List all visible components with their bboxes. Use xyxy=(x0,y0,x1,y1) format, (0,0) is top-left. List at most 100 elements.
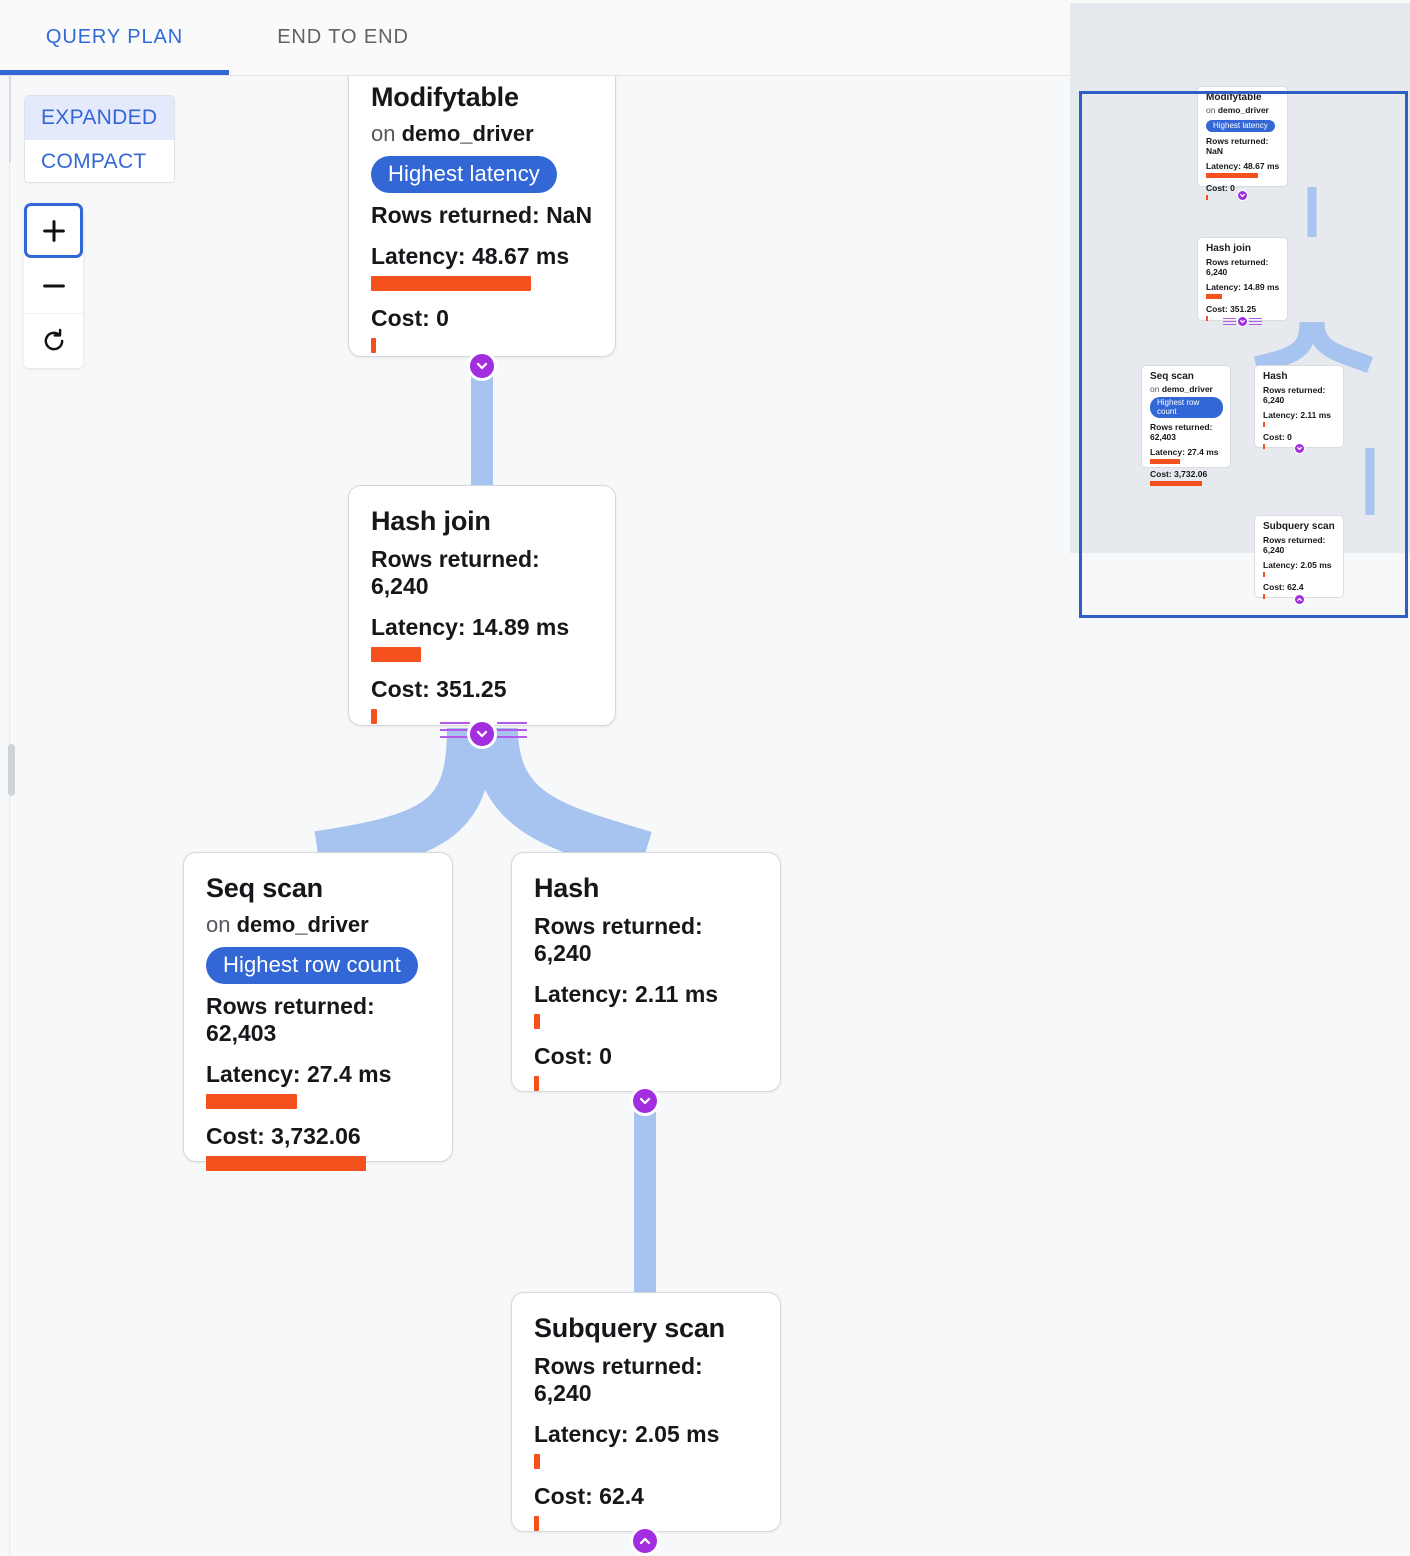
node-cost-bar xyxy=(1206,316,1209,321)
node-title: Subquery scan xyxy=(534,1313,725,1343)
node-relation: on demo_driver xyxy=(1150,384,1213,394)
node-cost-bar xyxy=(371,709,378,724)
zoom-controls[interactable] xyxy=(24,203,83,368)
plan-node-subquery-scan[interactable]: Subquery scan Rows returned: 6,240 Laten… xyxy=(511,1292,781,1532)
chevron-down-icon[interactable] xyxy=(630,1086,660,1116)
node-cost-bar xyxy=(371,338,376,353)
node-latency-metric: Latency: 2.11 ms xyxy=(534,981,758,1029)
node-cost-metric: Cost: 3,732.06 xyxy=(206,1123,430,1171)
canvas-left-divider xyxy=(9,76,10,1556)
zoom-out-button[interactable] xyxy=(24,258,83,313)
node-cost-bar xyxy=(534,1516,539,1531)
node-latency-bar xyxy=(206,1094,298,1109)
node-latency-label: Latency: 2.11 ms xyxy=(534,981,719,1007)
node-latency-metric: Latency: 2.11 ms xyxy=(1263,410,1336,427)
plan-node-hash-join[interactable]: Hash join Rows returned: 6,240 Latency: … xyxy=(348,485,616,726)
node-latency-metric: Latency: 14.89 ms xyxy=(371,614,593,662)
node-relation: on demo_driver xyxy=(1206,105,1269,115)
minimap-node-hash-join[interactable]: Hash join Rows returned: 6,240 Latency: … xyxy=(1197,237,1288,321)
node-rows-returned: Rows returned: 6,240 xyxy=(1263,385,1326,405)
stacked-edge-indicator-left xyxy=(440,722,470,743)
node-cost-label: Cost: 0 xyxy=(534,1043,612,1069)
node-cost-label: Cost: 0 xyxy=(1263,432,1292,442)
stacked-edge-indicator-right xyxy=(497,722,527,743)
node-title: Subquery scan xyxy=(1263,521,1335,532)
node-rows-returned: Rows returned: 6,240 xyxy=(534,1353,703,1406)
node-cost-bar xyxy=(206,1156,366,1171)
chevron-down-icon[interactable] xyxy=(1294,443,1305,454)
node-badge: Highest latency xyxy=(371,156,557,193)
node-relation-name: demo_driver xyxy=(236,912,369,937)
node-latency-label: Latency: 2.05 ms xyxy=(534,1421,720,1447)
node-title: Hash xyxy=(534,873,600,903)
node-cost-bar xyxy=(1263,444,1265,449)
view-mode-expanded[interactable]: EXPANDED xyxy=(25,96,174,140)
node-cost-bar xyxy=(1263,594,1265,599)
minimap-stacked-edge-left xyxy=(1223,318,1236,327)
node-title: Hash xyxy=(1263,371,1288,382)
node-cost-label: Cost: 351.25 xyxy=(371,676,507,702)
chevron-down-icon[interactable] xyxy=(1237,316,1248,327)
node-title: Hash join xyxy=(371,506,491,536)
node-rows-returned: Rows returned: NaN xyxy=(1206,136,1269,156)
node-cost-metric: Cost: 3,732.06 xyxy=(1150,469,1223,486)
node-cost-bar xyxy=(1206,195,1208,200)
node-latency-bar xyxy=(1263,422,1266,427)
plan-node-seq-scan[interactable]: Seq scan on demo_driver Highest row coun… xyxy=(183,852,453,1171)
node-latency-metric: Latency: 48.67 ms xyxy=(1206,161,1280,178)
minimap-node-modifytable[interactable]: Modifytable on demo_driver Highest laten… xyxy=(1197,86,1288,200)
chevron-up-icon[interactable] xyxy=(1294,594,1305,605)
node-title: Seq scan xyxy=(206,873,323,903)
node-title: Modifytable xyxy=(1206,92,1262,103)
node-relation-name: demo_driver xyxy=(1161,384,1213,394)
node-cost-metric: Cost: 0 xyxy=(1263,432,1336,449)
reset-view-button[interactable] xyxy=(24,313,83,368)
node-latency-label: Latency: 2.05 ms xyxy=(1263,560,1332,570)
node-relation: on demo_driver xyxy=(371,121,534,146)
node-badge: Highest latency xyxy=(1206,120,1275,132)
node-rows-returned: Rows returned: 6,240 xyxy=(1206,257,1269,277)
node-relation: on demo_driver xyxy=(206,912,369,937)
plan-node-hash[interactable]: Hash Rows returned: 6,240 Latency: 2.11 … xyxy=(511,852,781,1092)
node-cost-label: Cost: 3,732.06 xyxy=(1150,469,1208,479)
minimap-node-subquery-scan[interactable]: Subquery scan Rows returned: 6,240 Laten… xyxy=(1254,515,1344,599)
node-latency-label: Latency: 27.4 ms xyxy=(1150,447,1219,457)
node-latency-bar xyxy=(534,1454,541,1469)
node-cost-metric: Cost: 0 xyxy=(1206,183,1280,200)
node-rows-returned: Rows returned: NaN xyxy=(371,202,593,228)
node-cost-bar xyxy=(1150,481,1202,486)
node-latency-metric: Latency: 2.05 ms xyxy=(1263,560,1336,577)
view-mode-compact[interactable]: COMPACT xyxy=(25,140,174,182)
minimap-edges xyxy=(1253,187,1375,515)
plan-node-modifytable[interactable]: Modifytable on demo_driver Highest laten… xyxy=(348,76,616,357)
view-mode-toggle[interactable]: EXPANDED COMPACT xyxy=(24,95,175,183)
minimap-node-hash[interactable]: Hash Rows returned: 6,240 Latency: 2.11 … xyxy=(1254,365,1344,449)
node-latency-label: Latency: 48.67 ms xyxy=(371,243,570,269)
node-relation-name: demo_driver xyxy=(401,121,534,146)
minimap-stacked-edge-right xyxy=(1249,318,1262,327)
node-cost-label: Cost: 0 xyxy=(1206,183,1235,193)
node-rows-returned: Rows returned: 6,240 xyxy=(1263,535,1326,555)
active-tab-indicator xyxy=(0,70,229,75)
tab-end-to-end[interactable]: END TO END xyxy=(277,25,409,48)
node-latency-metric: Latency: 48.67 ms xyxy=(371,243,593,291)
chevron-down-icon[interactable] xyxy=(467,719,497,749)
node-title: Hash join xyxy=(1206,243,1252,254)
node-cost-label: Cost: 351.25 xyxy=(1206,304,1257,314)
chevron-down-icon[interactable] xyxy=(1237,190,1248,201)
node-cost-metric: Cost: 351.25 xyxy=(1206,304,1280,321)
node-cost-metric: Cost: 62.4 xyxy=(534,1483,758,1531)
zoom-in-button[interactable] xyxy=(24,203,83,258)
chevron-down-icon[interactable] xyxy=(467,351,497,381)
chevron-up-icon[interactable] xyxy=(630,1526,660,1556)
node-cost-metric: Cost: 0 xyxy=(534,1043,758,1091)
node-cost-label: Cost: 62.4 xyxy=(1263,582,1304,592)
node-cost-label: Cost: 3,732.06 xyxy=(206,1123,361,1149)
panel-resize-handle[interactable] xyxy=(8,744,15,796)
node-cost-bar xyxy=(534,1076,539,1091)
minimap-node-seq-scan[interactable]: Seq scan on demo_driver Highest row coun… xyxy=(1141,365,1231,486)
tab-query-plan[interactable]: QUERY PLAN xyxy=(45,25,184,48)
node-latency-bar xyxy=(1263,572,1266,577)
node-title: Modifytable xyxy=(371,82,519,112)
node-latency-bar xyxy=(371,276,531,291)
